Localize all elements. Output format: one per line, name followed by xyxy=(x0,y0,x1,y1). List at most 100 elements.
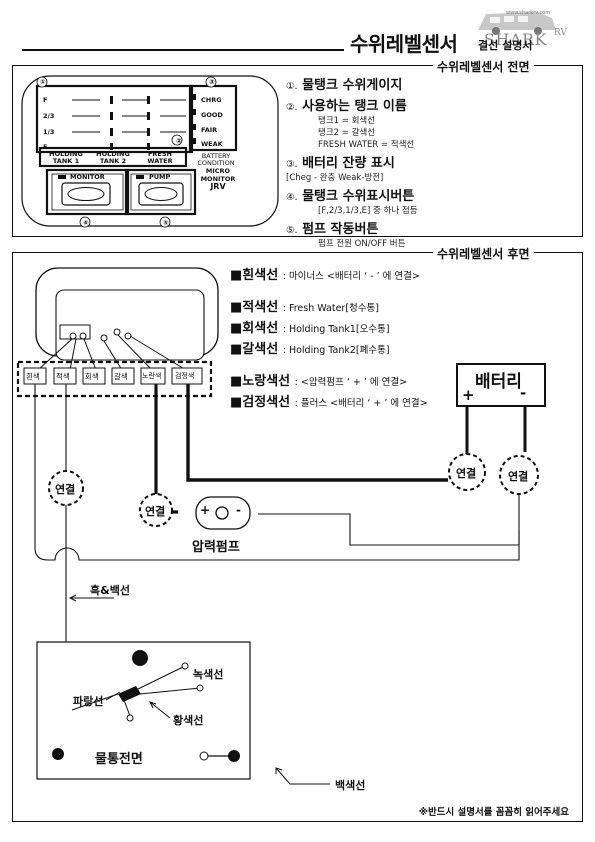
connect-battery-minus: 연결 xyxy=(508,470,529,483)
tank-1-line-1: HOLDING xyxy=(49,150,83,158)
tank-label-1: HOLDING TANK 1 xyxy=(46,151,86,165)
gauge-row-1-3: 1/3 xyxy=(43,128,55,136)
legend-4-title: 물탱크 수위표시버튼 xyxy=(302,189,415,204)
legend-item-2: ②. 사용하는 탱크 이름 xyxy=(286,95,418,114)
battery-plus: + xyxy=(462,386,475,404)
wire-yellow-color: 노랑색선 xyxy=(242,374,291,389)
wire-legend-red: ■적색선 : Fresh Water[청수통] xyxy=(230,300,379,315)
legend-3-title: 배터리 잔량 표시 xyxy=(302,156,395,171)
front-legend: ①. 물탱크 수위게이지 ②. 사용하는 탱크 이름 탱크1 = 회색선 탱크2… xyxy=(286,74,418,249)
shark-rv-logo: www.sharkrv.com SHARK RV xyxy=(468,4,578,50)
legend-3-num: ③. xyxy=(286,159,298,170)
marker-5: ⑤ xyxy=(163,219,169,227)
legend-4-num: ④. xyxy=(286,192,298,203)
logo-text: SHARK xyxy=(484,30,547,49)
logo-suffix: RV xyxy=(554,28,567,38)
wire-red-desc: : Fresh Water[청수통] xyxy=(282,303,379,314)
brand-line-1: MICRO xyxy=(205,167,231,175)
legend-5-sub-1: 펌프 전원 ON/OFF 버튼 xyxy=(318,239,406,249)
tank-2-line-2: TANK 2 xyxy=(99,157,127,165)
legend-item-4: ④. 물탱크 수위표시버튼 xyxy=(286,185,418,204)
connect-pump: 연결 xyxy=(145,505,166,518)
battery-weak: WEAK xyxy=(201,140,223,148)
brand-line-2: MONITOR xyxy=(200,175,236,183)
footnote: ※반드시 설명서를 꼼꼼히 읽어주세요 xyxy=(418,807,569,818)
wire-legend-black: ■검정색선 : 플러스 <배터리 ‘ + ’ 에 연결> xyxy=(230,395,428,410)
wire-gray-color: 회색선 xyxy=(242,321,279,336)
wire-legend-brown: ■갈색선 : Holding Tank2[폐수통] xyxy=(230,342,390,357)
battery-good: GOOD xyxy=(201,111,223,119)
gauge-row-f: F xyxy=(43,96,48,104)
tank-front-label: 물통전면 xyxy=(95,752,143,767)
legend-2-sub-2: 탱크2 = 갈색선 xyxy=(318,128,376,138)
green-wire-label: 녹색선 xyxy=(193,668,224,681)
wire-legend: ■흰색선 : 마이너스 <배터리 ‘ - ’ 에 연결> ■적색선 : Fres… xyxy=(230,264,428,410)
legend-5-num: ⑤. xyxy=(286,225,298,236)
legend-2-sub-1: 탱크1 = 회색선 xyxy=(318,116,376,126)
logo-url: www.sharkrv.com xyxy=(506,10,551,16)
white-wire-label: 백색선 xyxy=(335,779,366,792)
legend-3-sub-1: [Cheg - 완충 Weak-방전] xyxy=(286,173,384,183)
wire-brown-desc: : Holding Tank2[폐수통] xyxy=(282,345,390,356)
legend-1-num: ①. xyxy=(286,81,298,92)
legend-1-title: 물탱크 수위게이지 xyxy=(302,78,403,93)
black-white-wire-label: 흑&백선 xyxy=(90,584,130,597)
terminal-white: 흰색 xyxy=(26,372,40,381)
device-front-illustration xyxy=(21,75,279,228)
pump-plus: + xyxy=(200,503,211,517)
legend-item-3: ③. 배터리 잔량 표시 xyxy=(286,152,418,171)
terminal-black: 검정색 xyxy=(175,372,195,380)
battery-label: 배터리 xyxy=(475,372,522,392)
wire-black-desc: : 플러스 <배터리 ‘ + ’ 에 연결> xyxy=(294,398,428,409)
legend-2-sub-3: FRESH WATER = 적색선 xyxy=(318,140,415,150)
terminal-brown: 갈색 xyxy=(114,372,128,381)
pump-label: 압력펌프 xyxy=(192,540,240,555)
title-rule xyxy=(22,49,344,51)
legend-4-sub-1: [F,2/3,1/3,E] 중 하나 점등 xyxy=(318,206,418,216)
page-title: 수위레벨센서 xyxy=(350,32,458,56)
wire-black-color: 검정색선 xyxy=(242,395,291,410)
wire-gray-desc: : Holding Tank1[오수통] xyxy=(282,324,390,335)
tank-1-line-2: TANK 1 xyxy=(52,157,80,165)
tank-label-fresh: FRESH WATER xyxy=(140,151,180,165)
marker-3: ③ xyxy=(209,78,215,86)
legend-item-1: ①. 물탱크 수위게이지 xyxy=(286,74,418,93)
marker-2: ② xyxy=(176,137,182,145)
back-panel-label: 수위레벨센서 후면 xyxy=(433,245,534,262)
battery-fair: FAIR xyxy=(201,126,218,134)
battery-chrg: CHRG xyxy=(201,96,222,104)
wire-brown-color: 갈색선 xyxy=(242,342,279,357)
wire-white-color: 흰색선 xyxy=(242,268,279,283)
terminal-gray: 회색 xyxy=(85,372,99,381)
yellow-wire-label: 황색선 xyxy=(173,714,204,727)
terminal-yellow: 노란색 xyxy=(142,372,162,380)
fresh-line-1: FRESH xyxy=(147,150,172,158)
legend-2-num: ②. xyxy=(286,102,298,113)
marker-4: ④ xyxy=(83,219,89,227)
wire-red-color: 적색선 xyxy=(242,300,279,315)
wire-legend-yellow: ■노랑색선 : <압력펌프 ‘ + ’ 에 연결> xyxy=(230,374,408,389)
battery-condition-line-2: CONDITION xyxy=(197,159,235,167)
brand-block: MICRO MONITOR JRV xyxy=(198,167,238,191)
connect-white: 연결 xyxy=(55,483,76,496)
terminal-red: 적색 xyxy=(56,372,70,381)
gauge-row-2-3: 2/3 xyxy=(43,112,55,120)
battery-condition-label: BATTERY CONDITION xyxy=(193,153,239,167)
connect-battery-plus: 연결 xyxy=(456,467,477,480)
wire-legend-gray: ■회색선 : Holding Tank1[오수통] xyxy=(230,321,390,336)
pump-button-label: PUMP xyxy=(149,173,171,181)
monitor-button-label: MONITOR xyxy=(70,173,105,181)
tank-2-line-1: HOLDING xyxy=(96,150,130,158)
blue-wire-label: 파랑선 xyxy=(73,695,104,708)
legend-item-5: ⑤. 펌프 작동버튼 xyxy=(286,218,418,237)
brand-line-3: JRV xyxy=(210,182,226,191)
wire-legend-white: ■흰색선 : 마이너스 <배터리 ‘ - ’ 에 연결> xyxy=(230,268,420,283)
tank-label-2: HOLDING TANK 2 xyxy=(93,151,133,165)
legend-5-title: 펌프 작동버튼 xyxy=(302,222,379,237)
legend-2-title: 사용하는 탱크 이름 xyxy=(302,99,407,114)
wire-yellow-desc: : <압력펌프 ‘ + ’ 에 연결> xyxy=(294,377,408,388)
battery-minus: - xyxy=(520,384,527,402)
front-panel-label: 수위레벨센서 전면 xyxy=(433,58,534,75)
marker-1: ① xyxy=(40,78,46,86)
wire-white-desc: : 마이너스 <배터리 ‘ - ’ 에 연결> xyxy=(282,271,420,282)
